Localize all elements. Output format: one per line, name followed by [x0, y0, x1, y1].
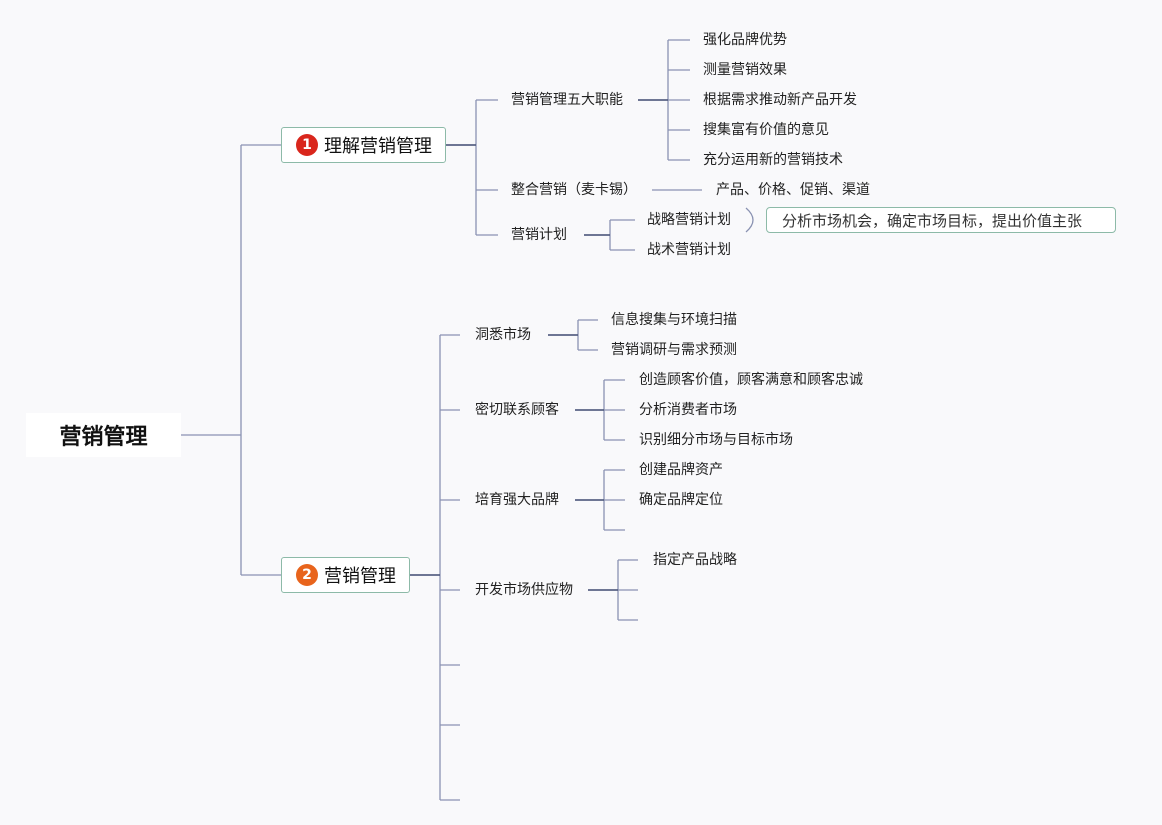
node-market-offerings[interactable]: 开发市场供应物: [475, 582, 573, 598]
leaf-item[interactable]: 搜集富有价值的意见: [703, 122, 829, 138]
leaf-item[interactable]: 战略营销计划: [647, 212, 731, 228]
summary-note-text: 分析市场机会，确定市场目标，提出价值主张: [782, 211, 1083, 230]
branch-label: 理解营销管理: [324, 136, 432, 157]
node-close-customers[interactable]: 密切联系顾客: [475, 402, 559, 418]
branch-label: 营销管理: [324, 566, 396, 587]
root-label: 营销管理: [59, 425, 148, 450]
number-badge-1: 1: [296, 134, 318, 156]
root-node[interactable]: 营销管理: [26, 413, 181, 457]
leaf-item[interactable]: 确定品牌定位: [639, 492, 723, 508]
node-marketing-plan[interactable]: 营销计划: [511, 227, 567, 243]
leaf-item[interactable]: 营销调研与需求预测: [611, 342, 737, 358]
branch-marketing-management[interactable]: 2 营销管理: [281, 557, 410, 593]
leaf-item[interactable]: 根据需求推动新产品开发: [703, 92, 857, 108]
node-insight-market[interactable]: 洞悉市场: [475, 327, 531, 343]
node-five-functions[interactable]: 营销管理五大职能: [511, 92, 623, 108]
leaf-item[interactable]: 指定产品战略: [653, 552, 737, 568]
leaf-item[interactable]: 战术营销计划: [647, 242, 731, 258]
branch-understand-marketing[interactable]: 1 理解营销管理: [281, 127, 446, 163]
leaf-item[interactable]: 创造顾客价值，顾客满意和顾客忠诚: [639, 372, 863, 388]
leaf-item[interactable]: 强化品牌优势: [703, 32, 787, 48]
leaf-item[interactable]: 测量营销效果: [703, 62, 787, 78]
node-build-brands[interactable]: 培育强大品牌: [475, 492, 559, 508]
leaf-item[interactable]: 分析消费者市场: [639, 402, 737, 418]
leaf-item[interactable]: 创建品牌资产: [639, 462, 723, 478]
node-integrated-marketing[interactable]: 整合营销（麦卡锡）: [511, 182, 637, 198]
number-badge-2: 2: [296, 564, 318, 586]
leaf-item[interactable]: 产品、价格、促销、渠道: [716, 182, 870, 198]
leaf-item[interactable]: 信息搜集与环境扫描: [611, 312, 737, 328]
leaf-item[interactable]: 充分运用新的营销技术: [703, 152, 843, 168]
summary-note[interactable]: 分析市场机会，确定市场目标，提出价值主张: [766, 207, 1116, 233]
leaf-item[interactable]: 识别细分市场与目标市场: [639, 432, 793, 448]
